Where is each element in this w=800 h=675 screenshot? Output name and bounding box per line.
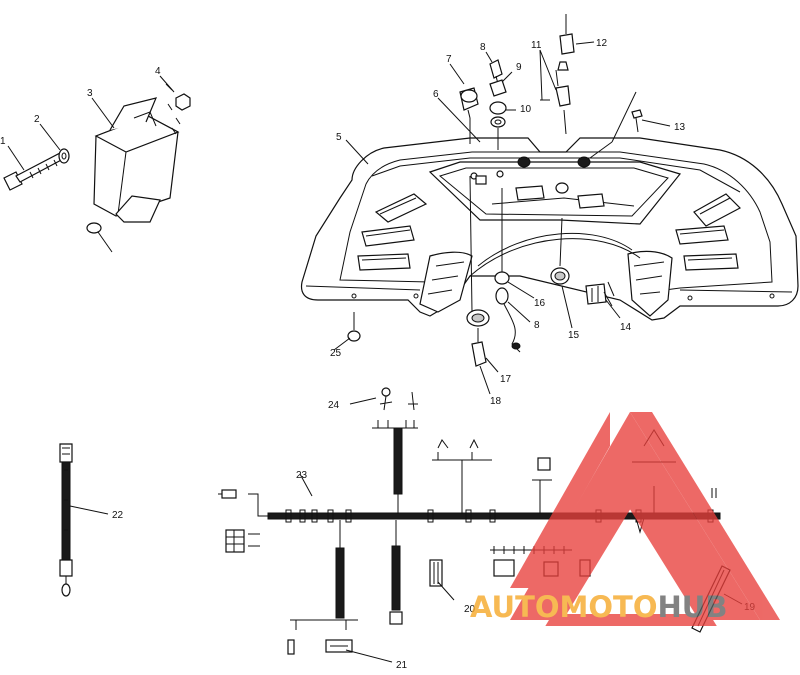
callout-9: 9 (516, 62, 522, 73)
switch-part-7 (459, 87, 479, 119)
callout-14: 14 (620, 322, 632, 333)
indicator-part-16 (494, 271, 521, 353)
callout-16: 16 (534, 298, 546, 309)
callout-15: 15 (568, 330, 580, 341)
callout-18: 18 (490, 396, 502, 407)
terminal-part-24 (379, 387, 418, 411)
callout-23: 23 (296, 470, 308, 481)
callout-24: 24 (328, 400, 340, 411)
warning-triangle-icon (510, 412, 780, 626)
callout-7: 7 (446, 54, 452, 65)
nut-part-4 (165, 83, 191, 135)
grommet-part-10 (489, 101, 507, 128)
cable-part-22 (59, 443, 73, 597)
watermark-part-moto: MOTO (560, 590, 658, 624)
knob-part-15 (550, 267, 570, 285)
callout-12: 12 (596, 38, 608, 49)
watermark-text: AUTOMOTOHUB (470, 590, 727, 624)
callout-4: 4 (155, 66, 161, 77)
callout-17: 17 (500, 374, 512, 385)
watermark-part-auto: AUTO (470, 590, 560, 624)
callout-2: 2 (34, 114, 40, 125)
socket-part-9 (489, 79, 507, 97)
regulator-box-part-3 (93, 97, 180, 223)
screw-part-25 (347, 312, 361, 342)
bulb-part-8-top (489, 59, 503, 85)
callout-13: 13 (674, 122, 686, 133)
dash-panel-part-5 (300, 137, 799, 321)
lighter-socket-part-11 (540, 61, 571, 107)
callout-8-bottom: 8 (534, 320, 540, 331)
callout-3: 3 (87, 88, 93, 99)
bulb-part-18 (471, 328, 487, 367)
switch-part-14 (585, 281, 615, 307)
ring-terminal (86, 222, 113, 253)
callout-6: 6 (433, 89, 439, 100)
washer-part-2 (58, 148, 70, 164)
callout-5: 5 (336, 132, 342, 143)
watermark-part-hub: HUB (658, 590, 728, 624)
callout-25: 25 (330, 348, 342, 359)
watermark-logo: AUTOMOTOHUB (470, 412, 780, 626)
callout-21: 21 (396, 660, 408, 670)
screw-part-13 (611, 91, 643, 143)
callout-8-top: 8 (480, 42, 486, 53)
callout-leaders (7, 41, 743, 663)
bolt-part-1 (3, 151, 66, 191)
callout-10: 10 (520, 104, 532, 115)
callout-11: 11 (531, 40, 542, 51)
callout-20: 20 (464, 604, 476, 615)
grommet-part-17 (466, 309, 490, 327)
plug-part-12 (559, 14, 575, 55)
callout-1: 1 (0, 136, 6, 147)
callout-22: 22 (112, 510, 124, 521)
